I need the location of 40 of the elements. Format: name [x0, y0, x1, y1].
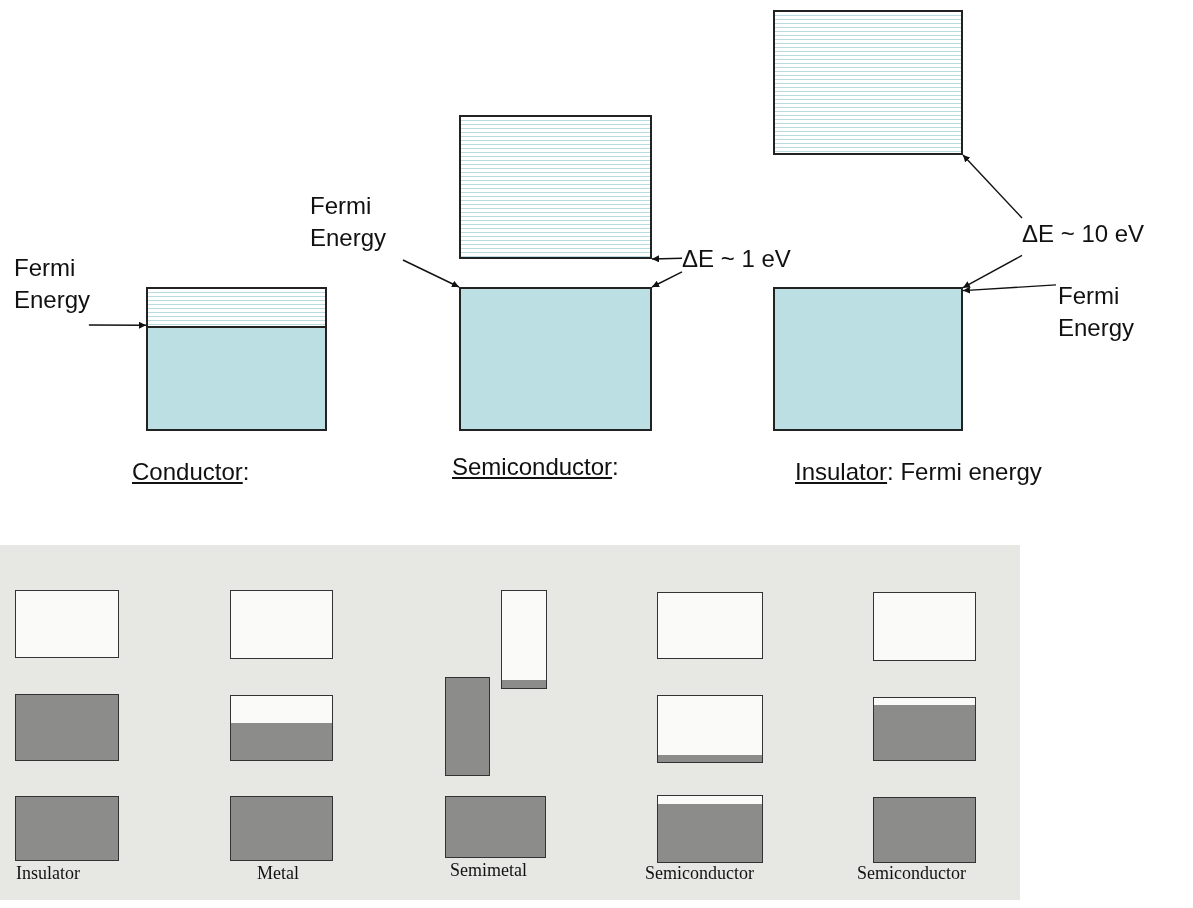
energy-band-box [459, 115, 652, 259]
band-type-caption: Semiconductor: [452, 453, 619, 481]
annotation-text: Fermi Energy [310, 190, 422, 260]
arrow [402, 259, 460, 288]
energy-band-box [657, 592, 763, 659]
energy-band-box [445, 677, 490, 776]
energy-band-box [459, 287, 652, 431]
energy-band-box [773, 10, 963, 155]
energy-band-box [146, 287, 327, 431]
arrow [962, 284, 1057, 294]
band-type-caption: Conductor: [132, 458, 250, 486]
energy-band-box [657, 695, 763, 763]
energy-band-box [873, 797, 976, 863]
band-type-label: Semiconductor [857, 863, 966, 884]
energy-band-box [15, 796, 119, 861]
energy-band-box [773, 287, 963, 431]
energy-band-box [657, 795, 763, 863]
arrow [962, 254, 1023, 289]
energy-band-box [230, 695, 333, 761]
energy-band-box [501, 590, 547, 689]
energy-band-box [15, 694, 119, 761]
band-type-caption: Insulator: Fermi energy [795, 458, 1042, 486]
arrow [88, 321, 147, 329]
band-type-label: Metal [257, 863, 299, 884]
band-type-label: Insulator [16, 863, 80, 884]
band-type-label: Semimetal [450, 860, 527, 881]
annotation-text: Fermi Energy [1058, 280, 1158, 350]
arrow [962, 154, 1023, 219]
arrow [651, 271, 683, 288]
energy-band-box [15, 590, 119, 658]
arrow [651, 255, 683, 263]
energy-band-box [230, 590, 333, 659]
band-type-label: Semiconductor [645, 863, 754, 884]
energy-band-box [873, 697, 976, 761]
annotation-text: Fermi Energy [14, 252, 118, 328]
annotation-text: ΔE ~ 1 eV [682, 243, 832, 277]
energy-band-box [873, 592, 976, 661]
energy-band-box [445, 796, 546, 858]
energy-band-box [230, 796, 333, 861]
annotation-text: ΔE ~ 10 eV [1022, 218, 1182, 252]
